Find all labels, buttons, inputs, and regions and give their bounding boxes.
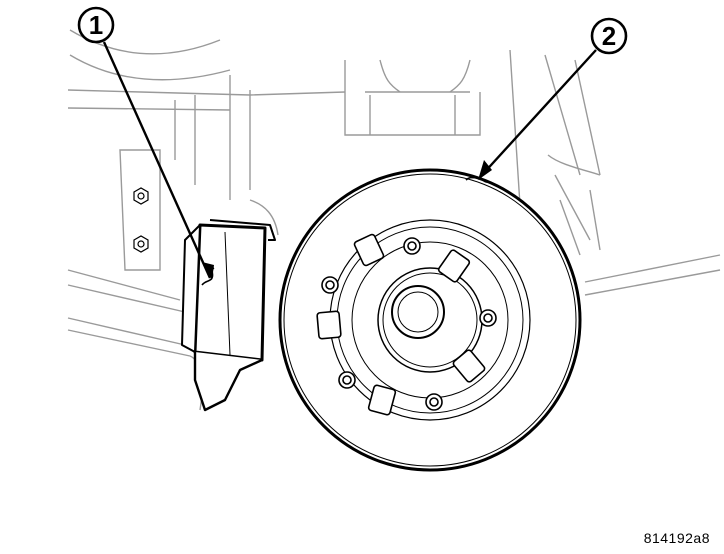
suspension-background xyxy=(67,29,721,411)
figure-id: 814192a8 xyxy=(643,530,710,546)
rotor-vent-slots xyxy=(316,233,486,416)
callout-1-number: 1 xyxy=(89,10,103,40)
callout-1: 1 xyxy=(77,6,215,286)
mounting-bolts xyxy=(133,187,149,253)
brake-caliper xyxy=(181,219,276,412)
wheel-studs xyxy=(321,237,497,411)
callout-2: 2 xyxy=(465,17,628,183)
callout-2-number: 2 xyxy=(602,21,616,51)
